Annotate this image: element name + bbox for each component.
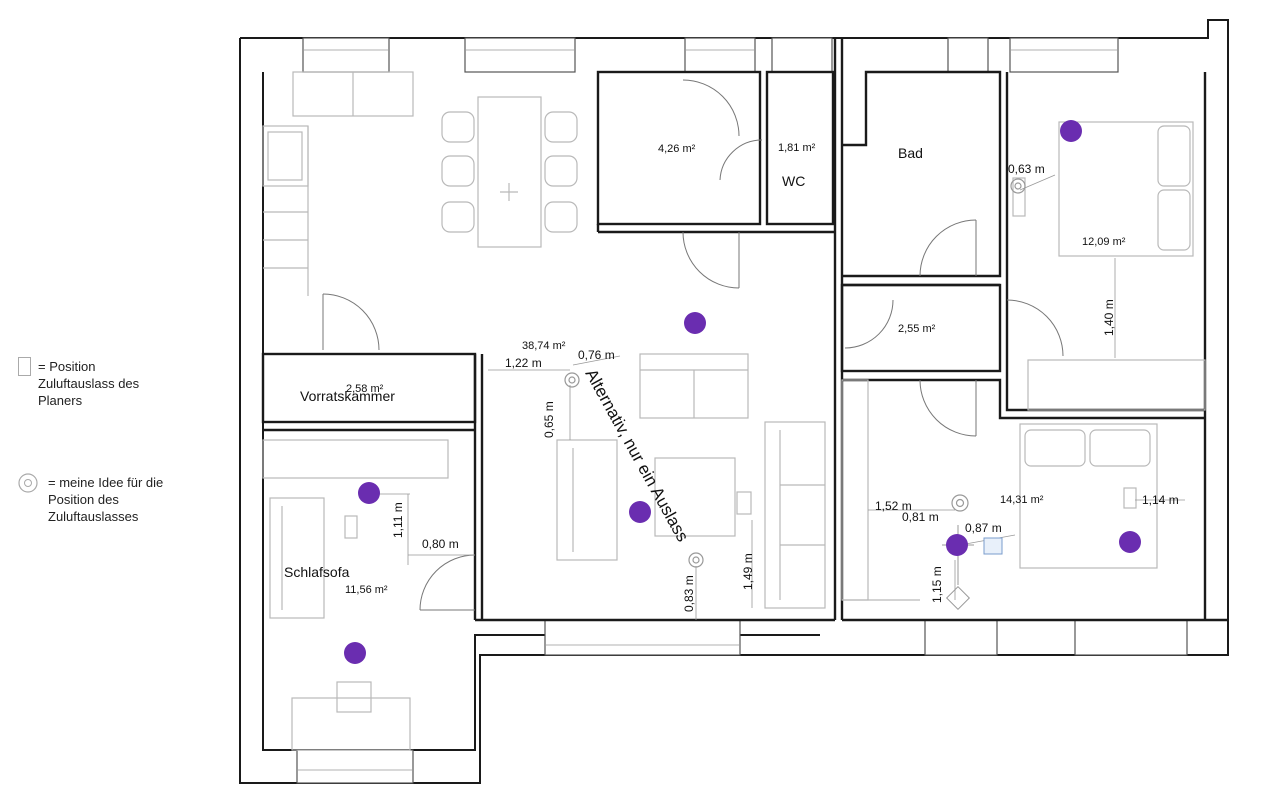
bedroom1-area-label: 12,09 m² — [1082, 236, 1126, 248]
storage-area-label: 4,26 m² — [658, 143, 696, 155]
door-swings — [322, 79, 1064, 611]
proposed-outlet-icon — [564, 372, 580, 388]
outlet-dot — [344, 642, 366, 664]
dim-label: 0,63 m — [1008, 162, 1045, 176]
dim-label: 1,49 m — [741, 553, 755, 590]
picture-icon — [983, 537, 1003, 555]
dim-label: 0,76 m — [578, 348, 615, 362]
dim-label: 0,65 m — [542, 401, 556, 438]
dim-label: 1,15 m — [930, 566, 944, 603]
pantry-area-label: 2,58 m² — [346, 383, 384, 395]
windows — [296, 37, 1188, 784]
outlet-dot — [946, 534, 968, 556]
dim-label: 0,87 m — [965, 521, 1002, 535]
dim-label: 1,52 m — [875, 499, 912, 513]
outlet-dot — [358, 482, 380, 504]
outlet-dot — [1060, 120, 1082, 142]
hall-area-label: 2,55 m² — [898, 323, 936, 335]
outlet-dot — [629, 501, 651, 523]
dimension-labels: 0,63 m 1,40 m 1,22 m 0,76 m 0,65 m 1,11 … — [391, 162, 1179, 612]
dim-label: 0,80 m — [422, 537, 459, 551]
dim-label: 1,11 m — [391, 502, 405, 538]
planner-outlets — [344, 120, 1141, 664]
proposed-outlet-icon — [1010, 178, 1026, 194]
room-labels: 38,74 m² 4,26 m² 1,81 m² WC Bad 12,09 m²… — [284, 142, 1126, 596]
outlet-dot — [684, 312, 706, 334]
dim-label: 1,14 m — [1142, 493, 1179, 507]
sofa-label: Schlafsofa — [284, 564, 350, 580]
wc-area-label: 1,81 m² — [778, 142, 816, 154]
dim-label: 1,22 m — [505, 356, 542, 370]
dim-label: 1,40 m — [1102, 299, 1116, 336]
bad-label: Bad — [898, 145, 923, 161]
living-area-label: 38,74 m² — [522, 340, 566, 352]
my-outlet-icon — [18, 473, 38, 493]
dim-label: 0,83 m — [682, 575, 696, 612]
proposed-outlet-icon — [951, 494, 969, 512]
sofa-area-label: 11,56 m² — [345, 584, 388, 596]
outlet-dot — [1119, 531, 1141, 553]
wc-label: WC — [782, 173, 805, 189]
furniture — [262, 71, 1206, 751]
proposed-outlet-icon — [688, 552, 704, 568]
dim-label: 0,81 m — [902, 510, 939, 524]
pantry-label: Vorratskammer — [300, 388, 395, 404]
legend-planner-text: = Position Zuluftauslass des Planers — [38, 359, 140, 408]
proposed-outlets — [564, 178, 1026, 568]
inner-walls — [261, 38, 1228, 622]
legend-mine-text: = meine Idee für die Position des Zuluft… — [48, 475, 164, 524]
planner-outlet-icon — [18, 357, 31, 376]
bedroom2-area-label: 14,31 m² — [1000, 494, 1044, 506]
